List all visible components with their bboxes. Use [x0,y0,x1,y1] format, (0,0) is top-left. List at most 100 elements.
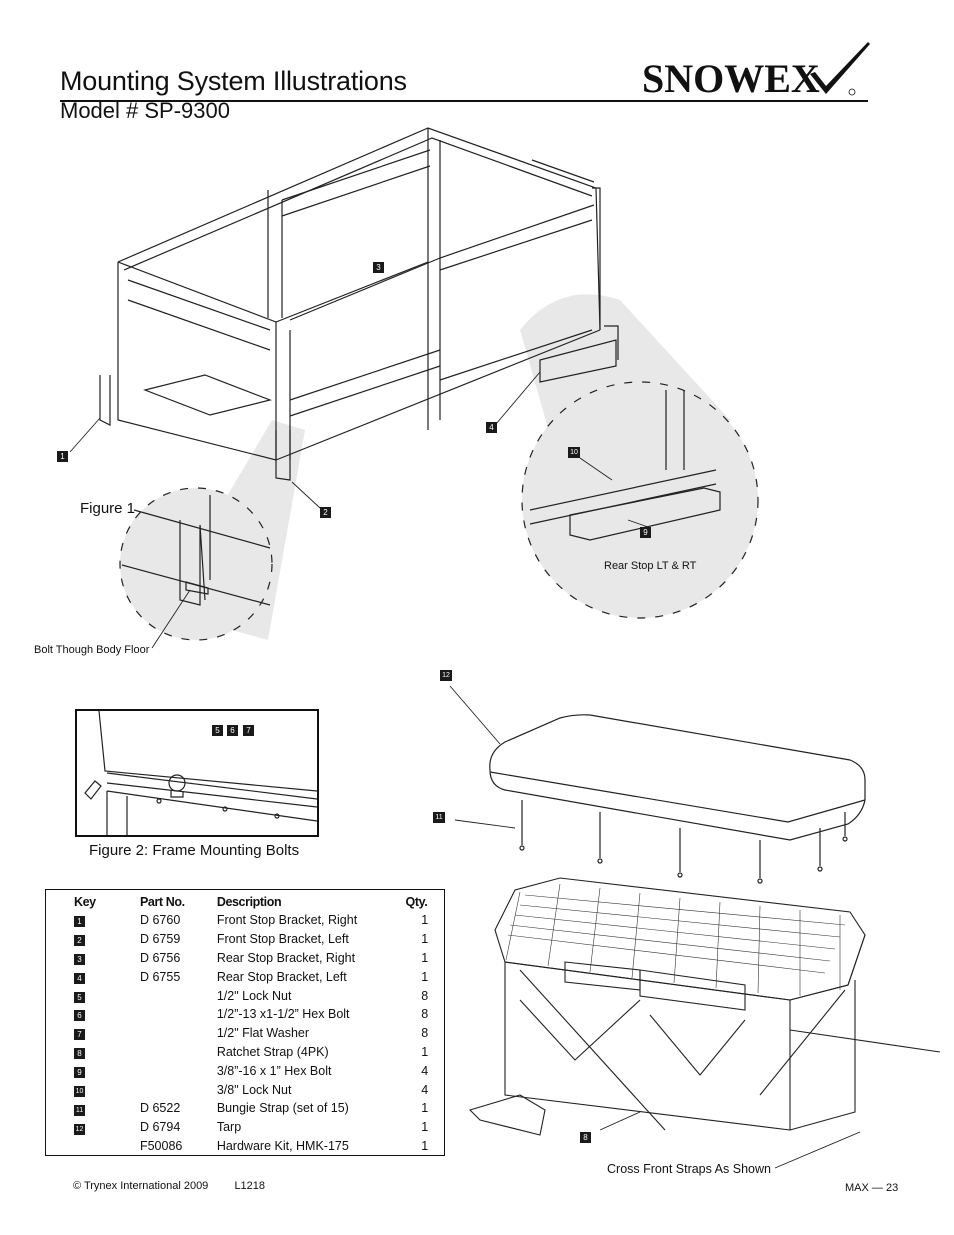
table-row: 11 D 6522 Bungie Strap (set of 15) 1 [46,1099,445,1118]
row-description: 3/8" Lock Nut [216,1082,292,1097]
header-qty: Qty. [405,895,428,909]
row-part-no [140,1043,217,1062]
callout-key-8: 8 [580,1132,591,1143]
row-qty: 8 [421,988,429,1003]
table-row: 9 3/8”-16 x 1” Hex Bolt 4 [46,1061,445,1080]
table-row: 3 D 6756 Rear Stop Bracket, Right 1 [46,949,445,968]
table-row: 1 D 6760 Front Stop Bracket, Right 1 [46,911,445,930]
tarp-illustration [489,714,866,884]
callout-key-10: 10 [568,447,580,458]
header-key: Key [74,895,96,909]
footer-left: © Trynex International 2009 L1218 [73,1180,265,1192]
figure2-inset [75,709,319,837]
title-rule [60,100,868,102]
table-row: 7 1/2" Flat Washer 8 [46,1024,445,1043]
row-description: Hardware Kit, HMK-175 [216,1138,349,1153]
spreader-hopper [468,877,941,1136]
row-qty: 1 [421,1120,429,1135]
row-qty: 1 [421,969,429,984]
row-description: Rear Stop Bracket, Left [216,969,347,984]
row-description: Front Stop Bracket, Right [216,913,358,928]
rear-stop-label: Rear Stop LT & RT [604,560,697,572]
header-description: Description [216,895,282,909]
row-description: Bungie Strap (set of 15) [216,1101,349,1116]
callout-key-3: 3 [373,262,384,273]
row-part-no [140,1024,217,1043]
callout-key-7: 7 [243,725,254,736]
page-title: Mounting System Illustrations [60,66,407,96]
table-row: 12 D 6794 Tarp 1 [46,1118,445,1137]
callout-key-6: 6 [227,725,238,736]
callout-key-11: 11 [433,812,445,823]
parts-table: Key Part No. Description Qty. 1 D 6760 F… [45,889,445,1157]
row-key-badge: 7 [74,1029,85,1041]
table-row: 5 1/2" Lock Nut 8 [46,986,445,1005]
row-key-badge: 3 [74,953,85,965]
figure2-label: Figure 2: Frame Mounting Bolts [89,842,300,859]
table-row: 2 D 6759 Front Stop Bracket, Left 1 [46,930,445,949]
header-part-no: Part No. [139,895,185,909]
row-part-no: F50086 [139,1138,183,1153]
checkmark-icon [810,42,870,94]
row-part-no [140,1080,217,1099]
row-qty: 4 [421,1063,429,1078]
bolt-note-label: Bolt Though Body Floor [34,644,150,656]
table-row: 4 D 6755 Rear Stop Bracket, Left 1 [46,967,445,986]
row-description: Front Stop Bracket, Left [216,932,349,947]
row-part-no: D 6794 [139,1120,181,1135]
callout-key-2: 2 [320,507,331,518]
cross-straps-label: Cross Front Straps As Shown [607,1162,771,1176]
row-key-badge: 5 [74,991,85,1003]
row-key-badge: 8 [74,1047,85,1059]
row-part-no [140,1005,217,1024]
row-description: Ratchet Strap (4PK) [216,1044,329,1059]
row-qty: 1 [421,932,429,947]
copyright-text: © Trynex International 2009 [73,1180,209,1192]
document-code: L1218 [234,1180,266,1192]
row-description: 1/2”-13 x1-1/2” Hex Bolt [216,1007,350,1022]
row-part-no: D 6759 [139,932,181,947]
row-key-badge: 10 [74,1086,85,1098]
callout-key-4: 4 [486,422,497,433]
row-qty: 1 [421,950,429,965]
zoom-callout-front [120,420,305,640]
row-part-no: D 6755 [139,969,181,984]
snowex-logo: SNOWEX [640,38,872,102]
row-qty: 8 [421,1007,429,1022]
row-description: 1/2" Flat Washer [216,1026,310,1041]
row-description: 1/2" Lock Nut [216,988,292,1003]
row-key-badge: 6 [74,1010,85,1022]
row-key-empty [46,1137,140,1156]
row-qty: 1 [421,1044,429,1059]
row-qty: 1 [421,1101,429,1116]
row-key-badge: 11 [74,1104,85,1116]
row-key-badge: 2 [74,935,85,947]
table-row: 8 Ratchet Strap (4PK) 1 [46,1043,445,1062]
row-key-badge: 4 [74,972,85,984]
callout-key-1: 1 [57,451,68,462]
row-part-no: D 6760 [139,913,181,928]
row-qty: 4 [421,1082,429,1097]
row-key-badge: 9 [74,1066,85,1078]
page-number: MAX — 23 [845,1182,899,1194]
callout-key-9: 9 [640,527,651,538]
parts-table-header: Key Part No. Description Qty. [46,890,445,912]
table-row: F50086 Hardware Kit, HMK-175 1 [46,1137,445,1156]
row-qty: 1 [421,913,429,928]
front-stop-detail [121,495,271,606]
row-key-badge: 12 [74,1123,85,1135]
row-qty: 1 [421,1138,429,1153]
row-part-no [140,1061,217,1080]
figure1-label: Figure 1 [80,500,136,517]
logo-text: SNOWEX [642,56,820,101]
callout-key-12: 12 [440,670,452,681]
table-row: 6 1/2”-13 x1-1/2” Hex Bolt 8 [46,1005,445,1024]
row-part-no: D 6756 [139,950,181,965]
hopper-grate [505,883,846,996]
leader-lines [69,371,861,1169]
row-description: 3/8”-16 x 1” Hex Bolt [216,1063,332,1078]
row-description: Tarp [216,1120,242,1135]
truck-body-frame [99,127,601,481]
row-qty: 8 [421,1026,429,1041]
